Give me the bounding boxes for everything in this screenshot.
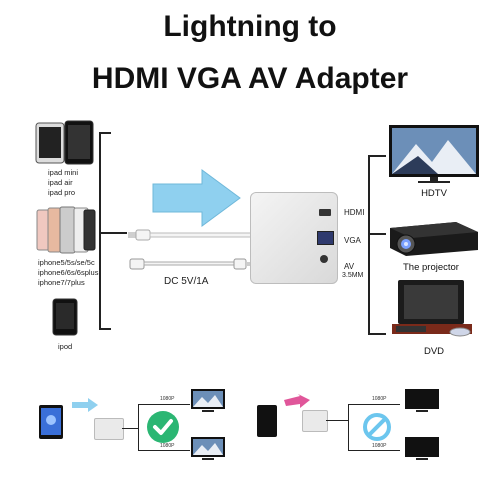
port-label-hdmi: HDMI [344,208,365,217]
bottom-left-res-bottom: 1080P [160,443,175,449]
bottom-left-res-top: 1080P [160,396,175,402]
ipad-label-2: ipad air [48,178,73,187]
adapter-box [250,192,338,284]
bottom-left-arrow-icon [72,398,98,412]
output-label-dvd: DVD [423,346,445,357]
projector-icon [386,212,482,258]
check-icon [146,410,180,444]
ipod-icon [52,298,78,336]
bottom-left-tv2-icon [190,436,226,462]
av-port [320,255,328,263]
bottom-left-ipad-icon [38,404,64,440]
ipad-label-3: ipad pro [48,188,76,197]
bottom-right-tv-icon [404,388,440,414]
hdmi-port [319,209,331,216]
arrow-icon [152,168,242,228]
port-label-35mm: 3.5MM [342,272,364,279]
port-label-vga: VGA [344,236,361,245]
bottom-right-res-top: 1080P [372,396,387,402]
bottom-left-tv-icon [190,388,226,414]
power-label: DC 5V/1A [164,276,209,287]
vga-port [317,231,334,245]
iphone-icon [36,206,96,256]
output-label-hdtv: HDTV [421,188,447,199]
title-line-1: Lightning to [163,10,337,43]
port-label-av: AV [344,262,355,271]
dvd-icon [390,278,480,338]
bottom-right-tv2-icon [404,436,440,462]
bottom-right-res-bottom: 1080P [372,443,387,449]
bottom-right-arrow-icon [284,394,310,410]
ipad-icon [35,120,95,165]
bottom-right-adapter [302,410,328,432]
ipad-label-1: ipad mini [48,168,79,177]
output-label-projector: The projector [403,262,459,273]
dc-cable [129,258,252,270]
iphone-label-2: iphone6/6s/6splus [38,268,99,277]
tv-icon [388,124,480,184]
bottom-right-ipad-icon [256,404,278,438]
title-line-2: HDMI VGA AV Adapter [91,62,409,95]
iphone-label-3: iphone7/7plus [38,278,85,287]
iphone-label-1: iphone5/5s/se/5c [38,258,95,267]
lightning-cable [128,229,253,241]
ipod-label: ipod [58,342,73,351]
bottom-left-adapter [94,418,124,440]
prohibit-icon [362,412,392,442]
